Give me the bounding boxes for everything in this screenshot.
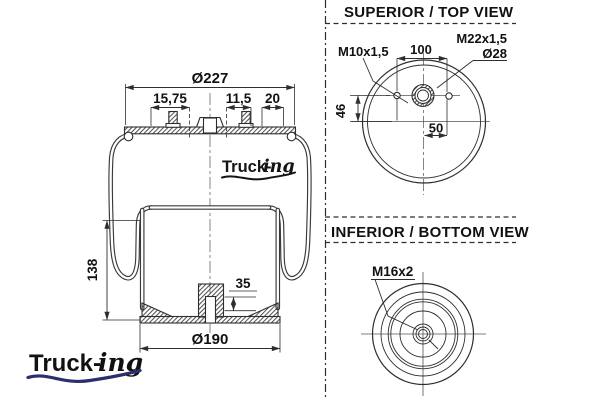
top-view-title: SUPERIOR / TOP VIEW — [344, 4, 514, 21]
right-stud — [238, 110, 254, 128]
m16-leader — [371, 279, 419, 331]
dim-label-190: Ø190 — [192, 331, 229, 348]
dim-11-5: 11,5 — [226, 91, 252, 140]
bellows-logo-suffix: ing — [263, 157, 295, 177]
label-m10: M10x1,5 — [338, 44, 389, 59]
top-view: SUPERIOR / TOP VIEW 100 — [333, 4, 514, 195]
left-stud — [165, 110, 181, 128]
panel-divider — [324, 0, 516, 400]
dim-138: 138 — [85, 220, 141, 321]
bellows-body — [108, 132, 312, 281]
bottom-view: INFERIOR / BOTTOM VIEW M16x2 — [331, 224, 530, 396]
dim-15-75: 15,75 — [150, 91, 190, 140]
label-d28: Ø28 — [482, 46, 507, 61]
dim-label-46: 46 — [333, 104, 348, 118]
dim-plate-diameter: Ø227 — [125, 70, 295, 125]
right-stud-hole — [445, 92, 453, 100]
dim-label-11-5: 11,5 — [226, 91, 252, 106]
dim-label-227: Ø227 — [192, 70, 229, 87]
brand-logo-swoosh — [26, 368, 142, 383]
label-m22: M22x1,5 — [456, 31, 507, 46]
piston-bore — [204, 295, 217, 324]
dim-100: 100 — [396, 42, 448, 92]
dim-label-100: 100 — [410, 42, 432, 57]
dim-label-20: 20 — [265, 91, 280, 106]
dim-label-138: 138 — [85, 258, 100, 281]
bellows-logo: Truck- ing — [221, 157, 296, 181]
top-plate — [123, 110, 297, 142]
brand-logo: Truck- ing — [26, 348, 143, 383]
dim-46: 46 — [333, 95, 392, 122]
side-view: Truck- ing Ø227 15,75 11,5 — [85, 70, 312, 353]
thread-tick — [428, 339, 439, 350]
left-bead-roll — [123, 131, 134, 142]
dim-label-15-75: 15,75 — [153, 91, 187, 106]
label-m16: M16x2 — [372, 264, 413, 279]
bellows-logo-swoosh — [221, 171, 296, 181]
dim-50: 50 — [396, 99, 448, 139]
m22-leader — [436, 60, 507, 89]
brand-logo-word: Truck- — [29, 350, 101, 377]
right-bead-roll — [286, 131, 297, 142]
center-port-hole — [411, 83, 435, 108]
dim-20: 20 — [261, 91, 284, 126]
dim-piston-diameter: Ø190 — [139, 324, 281, 353]
bottom-view-title: INFERIOR / BOTTOM VIEW — [331, 224, 530, 241]
bellows-logo-word: Truck- — [222, 158, 272, 176]
dim-label-50: 50 — [429, 121, 443, 136]
dim-label-35: 35 — [235, 276, 251, 291]
piston-bottom-circles — [371, 282, 475, 386]
m10-leader — [362, 57, 409, 104]
dim-35: 35 — [224, 276, 257, 312]
